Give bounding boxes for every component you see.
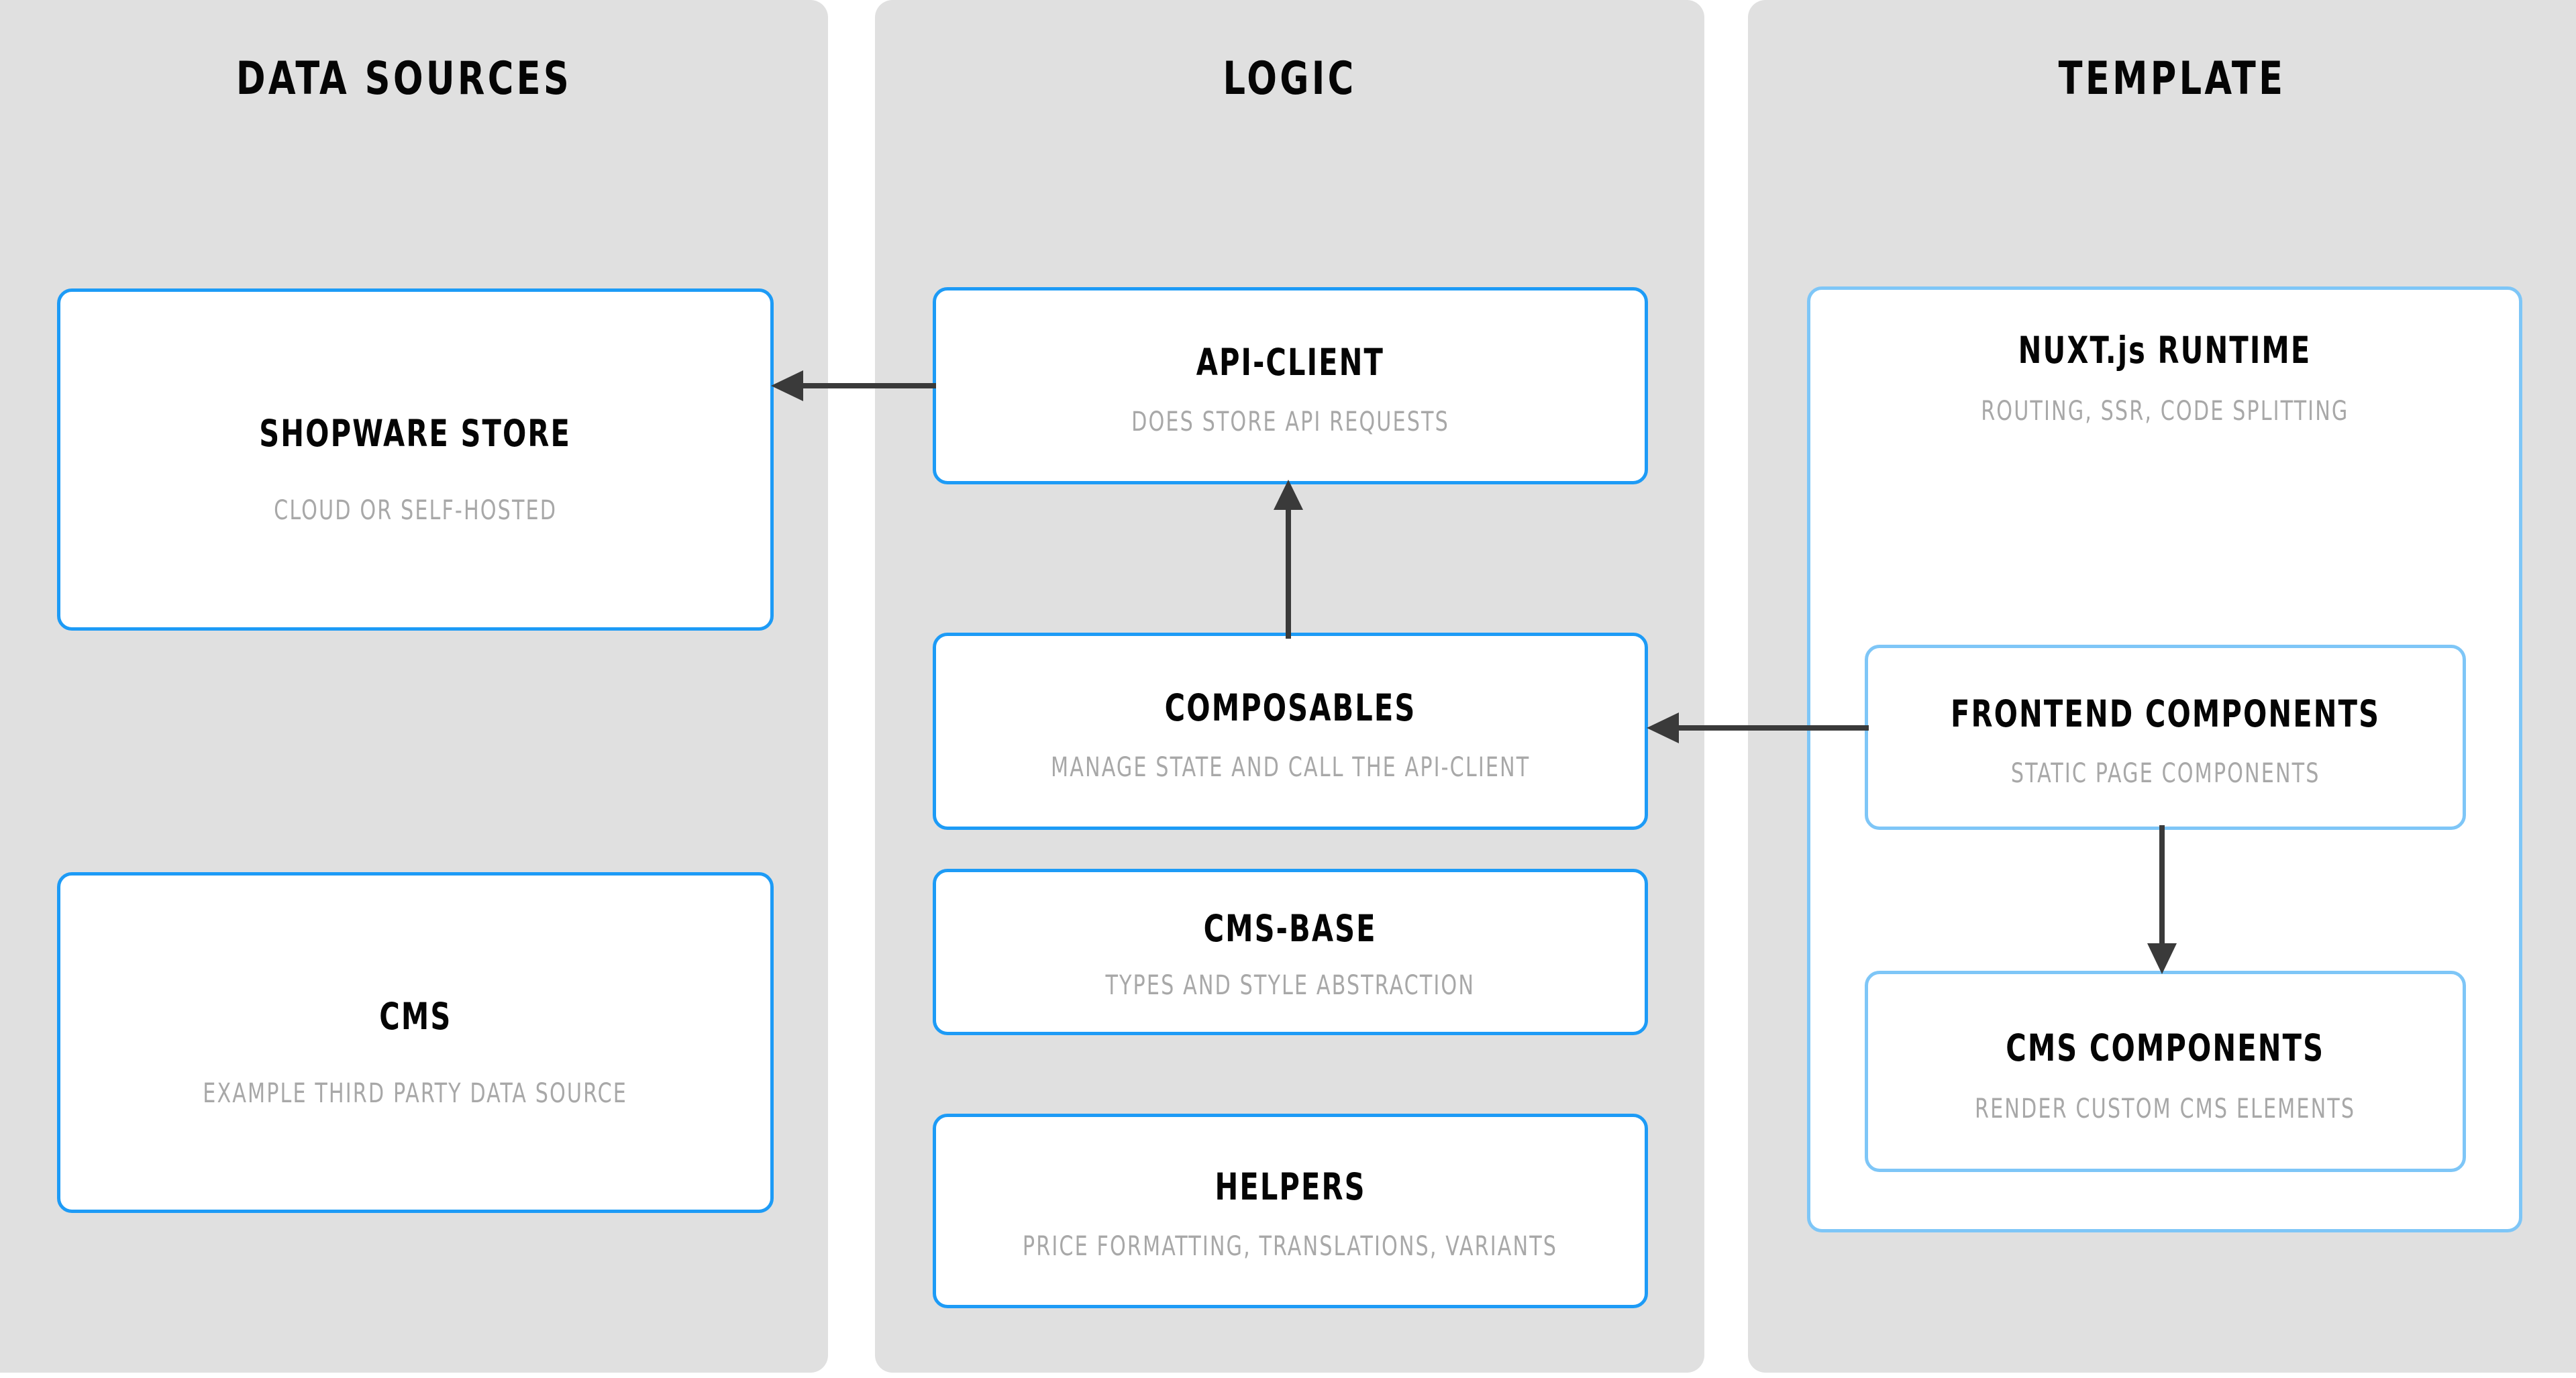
node-cms-components[interactable]: CMS COMPONENTS RENDER CUSTOM CMS ELEMENT… xyxy=(1865,971,2466,1172)
node-composables[interactable]: COMPOSABLES MANAGE STATE AND CALL THE AP… xyxy=(933,633,1648,830)
node-cms[interactable]: CMS EXAMPLE THIRD PARTY DATA SOURCE xyxy=(57,872,774,1213)
node-cms-base[interactable]: CMS-BASE TYPES AND STYLE ABSTRACTION xyxy=(933,869,1648,1035)
arrow-composables-to-api-client xyxy=(1274,480,1303,639)
node-subtitle-nuxt-runtime: ROUTING, SSR, CODE SPLITTING xyxy=(1980,396,2349,427)
node-title-frontend-components: FRONTEND COMPONENTS xyxy=(1950,692,2381,735)
node-api-client[interactable]: API-CLIENT DOES STORE API REQUESTS xyxy=(933,287,1648,484)
node-subtitle-composables: MANAGE STATE AND CALL THE API-CLIENT xyxy=(1050,752,1531,783)
arrow-frontend-components-to-composables xyxy=(1647,712,1869,743)
arrow-frontend-components-to-cms-components xyxy=(2147,825,2177,974)
lane-title-logic: LOGIC xyxy=(1223,52,1357,105)
node-title-composables: COMPOSABLES xyxy=(1164,686,1416,729)
node-title-nuxt-runtime: NUXT.js RUNTIME xyxy=(2018,329,2312,372)
lane-title-data-sources: DATA SOURCES xyxy=(236,52,572,105)
arrow-api-client-to-shopware-store xyxy=(771,370,936,401)
node-subtitle-cms: EXAMPLE THIRD PARTY DATA SOURCE xyxy=(203,1078,628,1109)
node-subtitle-api-client: DOES STORE API REQUESTS xyxy=(1131,407,1449,437)
node-title-cms-base: CMS-BASE xyxy=(1203,907,1378,950)
node-subtitle-cms-base: TYPES AND STYLE ABSTRACTION xyxy=(1105,970,1476,1001)
node-subtitle-frontend-components: STATIC PAGE COMPONENTS xyxy=(2010,758,2320,789)
node-title-api-client: API-CLIENT xyxy=(1196,341,1385,384)
node-helpers[interactable]: HELPERS PRICE FORMATTING, TRANSLATIONS, … xyxy=(933,1114,1648,1308)
node-title-cms-components: CMS COMPONENTS xyxy=(2006,1026,2325,1069)
node-title-helpers: HELPERS xyxy=(1215,1165,1366,1208)
node-frontend-components[interactable]: FRONTEND COMPONENTS STATIC PAGE COMPONEN… xyxy=(1865,645,2466,830)
lane-title-template: TEMPLATE xyxy=(2058,52,2286,105)
node-title-cms: CMS xyxy=(378,995,452,1038)
node-subtitle-shopware-store: CLOUD OR SELF-HOSTED xyxy=(274,495,557,526)
node-subtitle-helpers: PRICE FORMATTING, TRANSLATIONS, VARIANTS xyxy=(1023,1231,1558,1262)
node-shopware-store[interactable]: SHOPWARE STORE CLOUD OR SELF-HOSTED xyxy=(57,288,774,631)
node-subtitle-cms-components: RENDER CUSTOM CMS ELEMENTS xyxy=(1975,1094,2356,1124)
node-title-shopware-store: SHOPWARE STORE xyxy=(259,412,572,455)
